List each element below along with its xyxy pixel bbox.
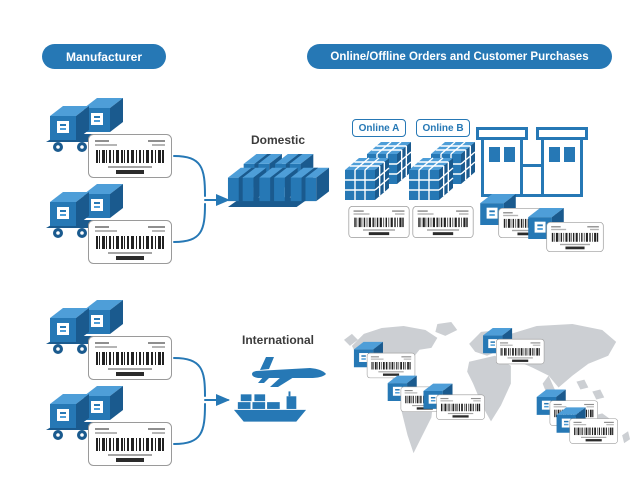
barcode-label-icon (412, 206, 474, 238)
online-a-chip: Online A (352, 119, 406, 137)
orders-banner: Online/Offline Orders and Customer Purch… (307, 44, 612, 69)
cargo-ship-icon (233, 391, 307, 422)
cube-stack-icon (409, 142, 475, 202)
barcode-label-icon (348, 206, 410, 238)
pallet-icon (226, 154, 330, 211)
world-map (343, 321, 631, 454)
barcode-label-icon (88, 422, 172, 466)
cube-stack-icon (345, 142, 411, 202)
barcode-label-icon (88, 220, 172, 264)
airplane-icon (252, 357, 326, 387)
barcode-label-icon (88, 134, 172, 178)
store-icon (476, 127, 588, 197)
international-label: International (241, 333, 314, 347)
online-b-chip: Online B (416, 119, 470, 137)
domestic-label: Domestic (250, 133, 306, 147)
map-shipment (423, 384, 484, 420)
barcode-label-icon (88, 336, 172, 380)
manufacturer-banner: Manufacturer (42, 44, 166, 69)
barcode-label-icon (546, 222, 604, 252)
